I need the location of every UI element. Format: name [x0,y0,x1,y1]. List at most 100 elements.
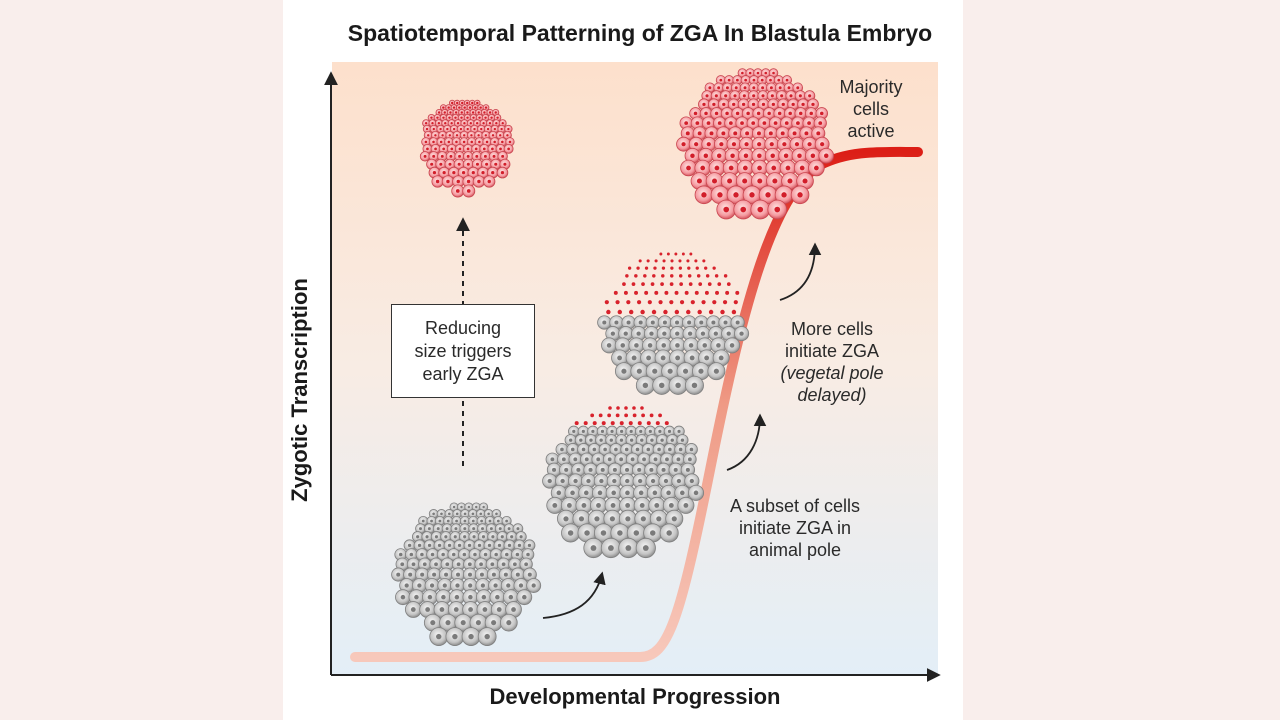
cell-nucleus [603,447,607,452]
active-nucleus-dot [601,421,606,426]
cell-nucleus [696,178,702,184]
cell-nucleus [678,447,683,452]
active-nucleus-dot [636,266,640,270]
cell-nucleus [463,121,466,125]
cell-nucleus [774,206,781,213]
active-nucleus-dot [659,252,663,256]
cell-nucleus [820,111,824,116]
active-nucleus-dot [720,309,725,315]
active-nucleus-dot [678,266,682,270]
cell-nucleus [636,331,641,336]
cell-nucleus [422,562,427,567]
progress-arrow-3 [779,242,822,301]
cell-nucleus [446,127,449,131]
cell-nucleus [757,153,762,158]
cell-nucleus [561,457,566,462]
cell-nucleus [745,131,750,136]
cell-nucleus [637,467,642,472]
active-nucleus-dot [631,282,636,287]
cell-nucleus [712,102,716,106]
cell-nucleus [614,320,619,325]
cell-nucleus [680,490,685,496]
cell-nucleus [658,429,662,433]
active-nucleus-dot [627,266,632,270]
cell-nucleus [581,447,586,452]
cell-nucleus [711,320,716,325]
cell-nucleus [550,457,555,462]
cell-nucleus [734,86,738,90]
x-axis-label: Developmental Progression [489,684,781,709]
cell-nucleus [642,382,649,389]
cell-nucleus [442,116,445,119]
more-cells-line: More cells [790,319,874,339]
active-nucleus-dot [694,259,698,263]
cell-nucleus [568,438,573,442]
active-nucleus-dot [686,309,691,315]
cell-nucleus [689,478,694,484]
cell-nucleus [491,535,495,539]
cell-nucleus [649,331,654,336]
cell-nucleus [772,178,778,184]
cell-nucleus [475,121,479,125]
cell-nucleus [455,140,458,144]
cell-nucleus [729,343,735,348]
cell-nucleus [469,121,472,125]
cell-nucleus [742,165,748,171]
cell-nucleus [607,457,612,462]
cell-nucleus [484,106,488,109]
cell-nucleus [440,154,444,158]
cell-nucleus [751,121,756,125]
cell-nucleus [461,101,464,105]
active-nucleus-dot [652,274,656,278]
cell-nucleus [452,127,456,131]
cell-nucleus [784,121,789,125]
active-nucleus-dot [679,300,685,305]
cell-nucleus [570,490,575,496]
active-nucleus-dot [658,300,663,305]
active-nucleus-dot [679,282,684,287]
cell-nucleus [494,162,498,166]
cell-nucleus [414,594,419,600]
cell-nucleus [410,607,416,612]
cell-nucleus [667,429,672,433]
active-nucleus-dot [661,266,666,270]
cell-nucleus [547,478,552,484]
cell-nucleus [436,633,442,640]
cell-nucleus [491,170,495,175]
cell-nucleus [511,607,516,612]
cell-nucleus [584,457,589,462]
cell-nucleus [781,102,785,106]
active-nucleus-dot [616,406,620,410]
cell-nucleus [396,572,401,577]
cell-nucleus [714,111,719,116]
active-nucleus-dot [664,421,669,426]
cell-nucleus [431,121,434,125]
cell-nucleus [463,106,466,109]
active-nucleus-dot [669,300,674,305]
active-nucleus-dot [701,300,706,305]
active-nucleus-dot [684,290,689,295]
cell-nucleus [625,478,630,484]
cell-nucleus [452,106,456,109]
cell-nucleus [702,343,708,348]
cell-nucleus [439,607,445,612]
active-nucleus-dot [654,290,659,295]
cell-nucleus [471,111,475,114]
cell-nucleus [462,552,467,557]
cell-nucleus [436,116,439,119]
cell-nucleus [796,121,800,125]
cell-nucleus [652,368,658,374]
cell-nucleus [818,121,823,125]
active-nucleus-dot [640,406,644,410]
cell-nucleus [475,620,481,626]
cell-nucleus [596,457,601,462]
cell-nucleus [668,447,672,452]
active-nucleus-dot [623,290,628,295]
cell-nucleus [662,331,667,336]
cell-nucleus [430,162,434,166]
active-nucleus-dot [615,413,620,418]
cell-nucleus [711,178,718,184]
cell-nucleus [471,512,475,516]
cell-nucleus [702,102,706,106]
cell-nucleus [693,111,698,116]
